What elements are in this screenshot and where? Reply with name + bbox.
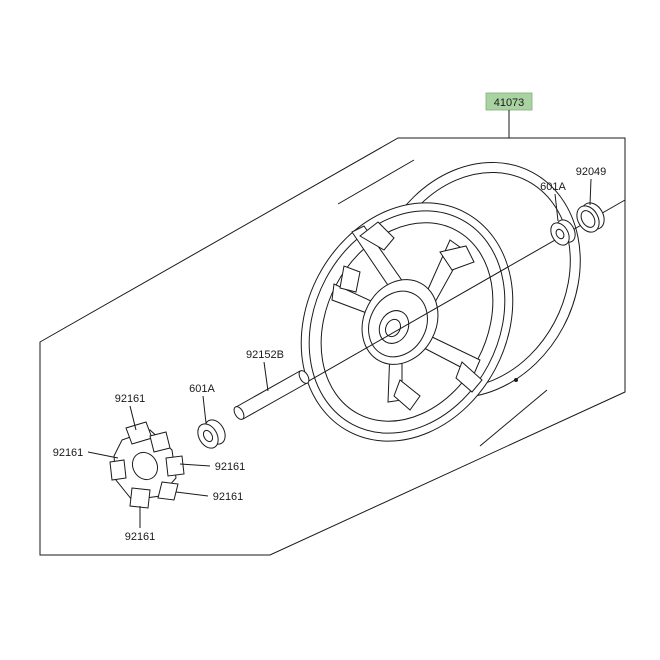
assembly-label-group[interactable]: 41073 [485, 92, 533, 111]
wheel-rim-front-mid [308, 210, 506, 434]
leader-damper-low-right [175, 491, 209, 497]
damper-block-4 [157, 481, 179, 501]
leader-damper-left [87, 451, 119, 459]
label-damper-bottom: 92161 [125, 531, 156, 543]
valve-hole [514, 378, 518, 382]
rear-wheel [300, 159, 581, 447]
label-spacer: 92152B [246, 349, 284, 361]
leader-bearing-left [202, 395, 207, 424]
bearing-right[interactable] [547, 217, 579, 249]
damper-block-5 [129, 487, 151, 509]
label-damper-left: 92161 [53, 447, 84, 459]
oil-seal-right[interactable] [572, 199, 608, 236]
hub-damper-set[interactable] [109, 421, 185, 509]
leader-bearing-right [554, 193, 559, 222]
label-damper-low-right: 92161 [213, 491, 244, 503]
leader-damper-mid-right [179, 463, 211, 467]
bearing-left[interactable] [194, 416, 230, 452]
label-bearing-left: 601A [189, 383, 215, 395]
label-bearing-right: 601A [540, 181, 566, 193]
damper-block-2 [149, 431, 171, 453]
hub-flange [368, 290, 428, 358]
hub-bore-inner [385, 318, 401, 338]
damper-center [131, 451, 159, 481]
label-damper-mid-right: 92161 [215, 461, 246, 473]
damper-block-3 [165, 455, 185, 477]
assembly-label: 41073 [494, 97, 525, 109]
leader-oil-seal-right [589, 178, 592, 206]
leader-damper-top [129, 405, 137, 431]
label-damper-top: 92161 [115, 393, 146, 405]
wheel-band-bottom [479, 389, 548, 447]
spacer[interactable] [232, 369, 311, 421]
damper-block-6 [109, 459, 127, 481]
leader-spacer [263, 361, 269, 392]
label-oil-seal-right: 92049 [576, 166, 607, 178]
assembly-boundary [39, 137, 626, 556]
wheel-band-top [337, 159, 415, 205]
